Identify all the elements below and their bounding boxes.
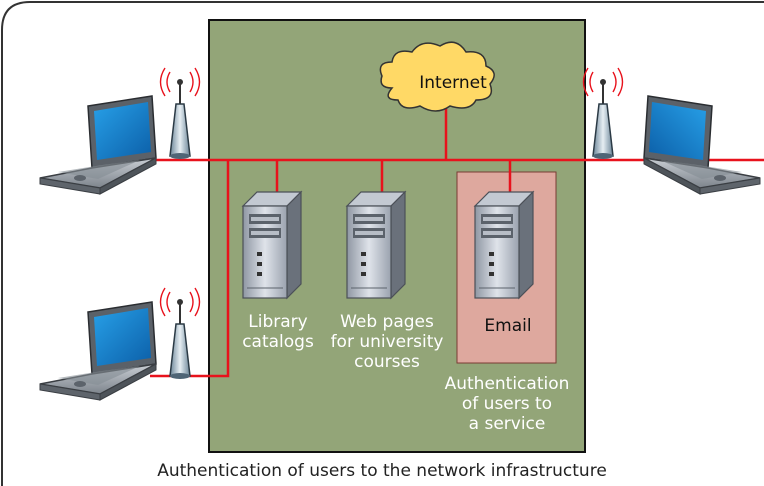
wireless-access-point-icon (159, 287, 201, 380)
server-icon (346, 191, 406, 299)
laptop-icon (39, 301, 157, 401)
service-auth-label: Authentication of users to a service (444, 374, 570, 434)
internet-label: Internet (419, 73, 487, 93)
wireless-access-point-icon (159, 67, 201, 160)
server-icon (242, 191, 302, 299)
diagram-caption: Authentication of users to the network i… (157, 461, 607, 481)
library-label: Library catalogs (242, 312, 314, 352)
laptop-icon (643, 95, 761, 195)
server-icon (474, 191, 534, 299)
cloud-icon (379, 41, 495, 112)
webpages-label: Web pages for university courses (330, 312, 444, 372)
email-label: Email (484, 316, 532, 336)
wireless-access-point-icon (582, 67, 624, 160)
laptop-icon (39, 95, 157, 195)
